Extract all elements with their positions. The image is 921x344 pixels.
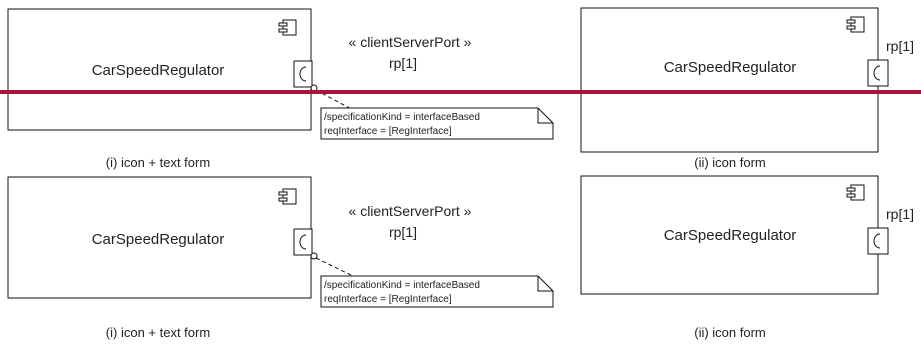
component-icon bbox=[278, 19, 297, 36]
stereotype-label: « clientServerPort » bbox=[349, 203, 472, 219]
port-label: rp[1] bbox=[886, 206, 914, 222]
caption: (ii) icon form bbox=[694, 155, 766, 170]
port-label: rp[1] bbox=[389, 224, 417, 240]
component-name: CarSpeedRegulator bbox=[92, 62, 225, 79]
component-name: CarSpeedRegulator bbox=[664, 59, 797, 76]
component-box[interactable] bbox=[580, 175, 879, 295]
note-line-2: reqInterface = [RegInterface] bbox=[324, 126, 452, 137]
component-name: CarSpeedRegulator bbox=[92, 231, 225, 248]
top-right-diagram: CarSpeedRegulator rp[1] (ii) icon form bbox=[580, 7, 914, 170]
required-port-icon[interactable] bbox=[293, 60, 313, 88]
caption: (i) icon + text form bbox=[106, 155, 210, 170]
note-line-1: /specificationKind = interfaceBased bbox=[324, 112, 480, 123]
port-label: rp[1] bbox=[389, 55, 417, 71]
component-name: CarSpeedRegulator bbox=[664, 227, 797, 244]
component-box[interactable] bbox=[7, 8, 312, 131]
note[interactable]: /specificationKind = interfaceBased reqI… bbox=[320, 275, 554, 308]
bottom-right-diagram: CarSpeedRegulator rp[1] (ii) icon form bbox=[580, 175, 914, 340]
port-label: rp[1] bbox=[886, 38, 914, 54]
required-port-icon[interactable] bbox=[867, 59, 889, 87]
top-left-diagram: CarSpeedRegulator « clientServerPort » r… bbox=[7, 8, 554, 170]
component-box[interactable] bbox=[580, 7, 879, 153]
bottom-left-diagram: CarSpeedRegulator « clientServerPort » r… bbox=[7, 176, 554, 340]
highlight-line bbox=[0, 90, 921, 94]
note-anchor bbox=[310, 252, 318, 260]
note[interactable]: /specificationKind = interfaceBased reqI… bbox=[320, 107, 554, 140]
note-connector bbox=[315, 257, 356, 278]
caption: (i) icon + text form bbox=[106, 325, 210, 340]
component-icon bbox=[846, 184, 865, 201]
note-line-1: /specificationKind = interfaceBased bbox=[324, 280, 480, 291]
component-icon bbox=[278, 188, 297, 205]
stereotype-label: « clientServerPort » bbox=[349, 34, 472, 50]
note-line-2: reqInterface = [RegInterface] bbox=[324, 294, 452, 305]
required-port-icon[interactable] bbox=[867, 227, 889, 255]
caption: (ii) icon form bbox=[694, 325, 766, 340]
component-icon bbox=[846, 16, 865, 33]
required-port-icon[interactable] bbox=[293, 228, 313, 256]
